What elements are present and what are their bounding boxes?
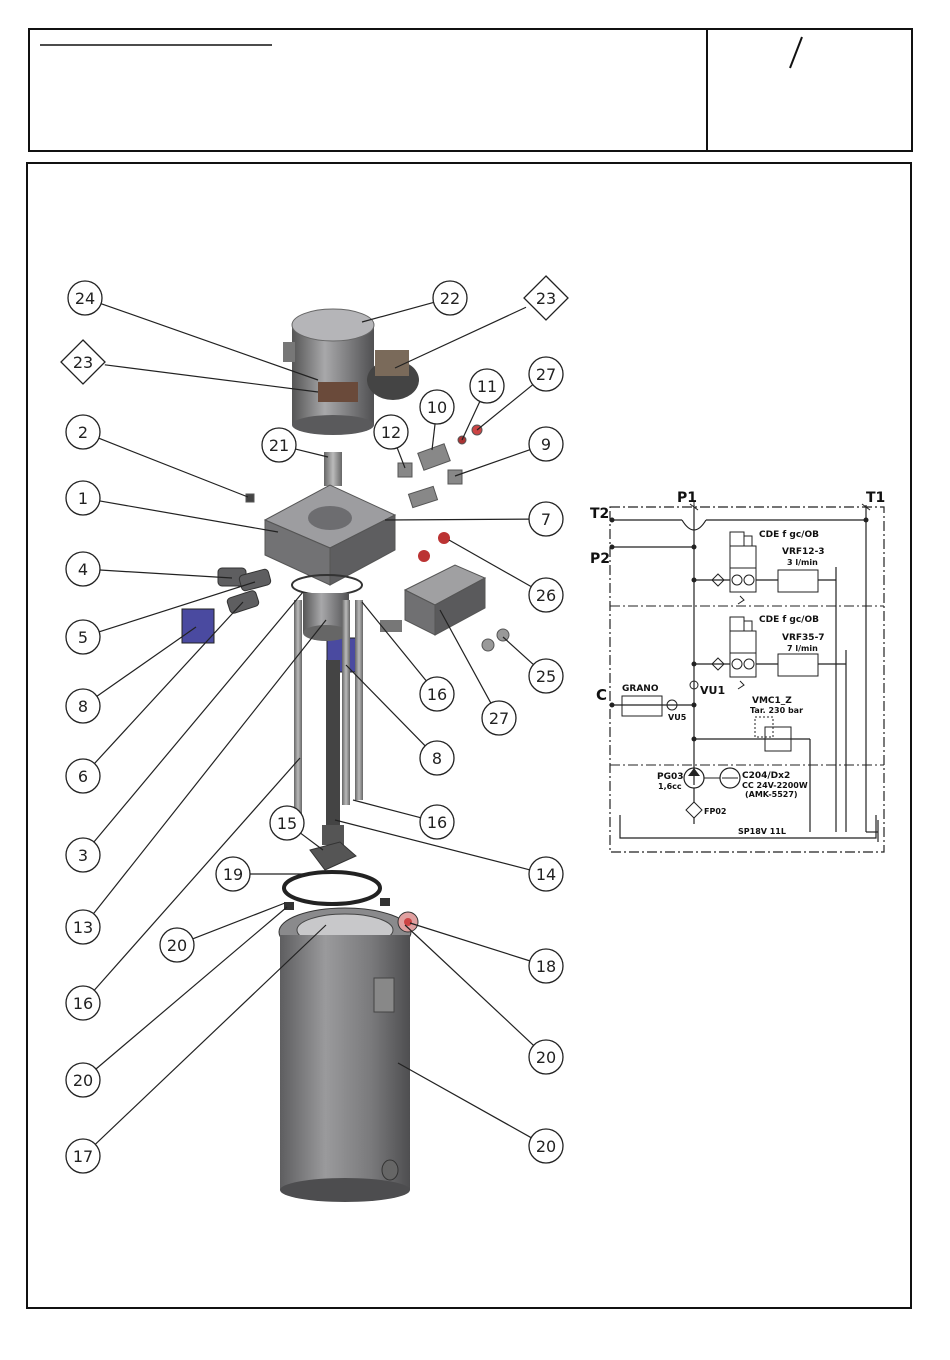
callout-leader <box>503 637 533 665</box>
callout-number: 7 <box>541 510 551 529</box>
callout-number: 14 <box>536 865 556 884</box>
callout-number: 20 <box>73 1071 93 1090</box>
title-block <box>29 29 912 151</box>
callout-leader <box>353 800 421 818</box>
callout-leader <box>362 302 434 322</box>
callout-leader <box>96 907 287 1069</box>
callout-leader <box>94 620 326 914</box>
motor-name: C204/Dx2 <box>742 771 790 781</box>
callout-number: 12 <box>381 423 401 442</box>
callout-number: 15 <box>277 814 297 833</box>
callout-number: 19 <box>223 865 243 884</box>
callout-number: 5 <box>78 628 88 647</box>
valve-block-part <box>380 532 509 651</box>
manifold-part <box>265 485 395 585</box>
callout-leader <box>100 501 278 532</box>
valve1-coil: CDE f gc/OB <box>759 530 819 540</box>
callout-number: 27 <box>536 365 556 384</box>
shaft-part <box>326 660 340 825</box>
callout-number: 6 <box>78 767 88 786</box>
callout-number: 23 <box>536 289 556 308</box>
callout-leader <box>410 923 530 961</box>
port-t2: T2 <box>590 506 609 522</box>
hydraulic-schematic: P1 T1 T2 P2 C CDE f gc/OB VRF12-3 3 l/mi… <box>590 490 885 852</box>
callout-number: 11 <box>477 377 497 396</box>
callout-leader <box>97 627 196 696</box>
callout-number: 10 <box>427 398 447 417</box>
valve2-flow: 7 l/min <box>787 644 818 653</box>
motor-code: (AMK-5527) <box>745 790 798 799</box>
callout-number: 9 <box>541 435 551 454</box>
callout-number: 16 <box>427 685 447 704</box>
callout-number: 23 <box>73 353 93 372</box>
callout-number: 8 <box>78 697 88 716</box>
callout-number: 8 <box>432 749 442 768</box>
valve2-name: VRF35-7 <box>782 633 825 643</box>
callout-number: 21 <box>269 436 289 455</box>
valve2-coil: CDE f gc/OB <box>759 615 819 625</box>
clamp-part <box>284 872 380 904</box>
port-c: C <box>596 686 607 704</box>
callout-leader <box>99 438 248 497</box>
exploded-view <box>182 309 509 1202</box>
callout-number: 18 <box>536 957 556 976</box>
valve1-flow: 3 l/min <box>787 558 818 567</box>
callout-number: 22 <box>440 289 460 308</box>
callout-number: 13 <box>73 918 93 937</box>
callout-number: 16 <box>427 813 447 832</box>
callout-number: 3 <box>78 846 88 865</box>
grano-label: GRANO <box>622 684 659 694</box>
callout-number: 17 <box>73 1147 93 1166</box>
valve1-name: VRF12-3 <box>782 547 825 557</box>
sheet-slash <box>790 37 802 68</box>
vmc-name: VMC1_Z <box>752 696 792 706</box>
callout-leader <box>398 1063 531 1138</box>
callout-leader <box>385 519 529 520</box>
callout-leader <box>405 925 534 1045</box>
filter-label: FP02 <box>704 807 726 816</box>
pump-part <box>292 575 362 641</box>
callout-leader <box>301 833 323 850</box>
tank-part <box>279 898 418 1202</box>
motor-spec: CC 24V-2200W <box>742 781 808 790</box>
port-t1: T1 <box>866 490 885 506</box>
vu1-label: VU1 <box>700 684 725 697</box>
unit-label: SP18V 11L <box>738 827 786 836</box>
callout-number: 25 <box>536 667 556 686</box>
filter-part <box>310 842 356 870</box>
callout-number: 20 <box>536 1048 556 1067</box>
callout-leader <box>100 570 232 578</box>
pump-name: PG03 <box>657 772 684 782</box>
callout-leader <box>432 424 435 450</box>
port-p2: P2 <box>590 551 610 567</box>
callout-number: 20 <box>167 936 187 955</box>
callout-number: 1 <box>78 489 88 508</box>
callout-number: 27 <box>489 709 509 728</box>
callout-leader <box>395 307 526 368</box>
callout-number: 4 <box>78 560 88 579</box>
pump-displacement: 1,6cc <box>658 782 682 791</box>
port-p1: P1 <box>677 490 697 506</box>
callout-leader <box>296 449 328 457</box>
callout-number: 24 <box>75 289 95 308</box>
relay-part <box>367 350 419 400</box>
callout-number: 20 <box>536 1137 556 1156</box>
callout-number: 26 <box>536 586 556 605</box>
drawing-frame <box>27 163 911 1308</box>
callout-number: 2 <box>78 423 88 442</box>
callout-number: 16 <box>73 994 93 1013</box>
callout-leader <box>455 450 530 476</box>
vmc-setting: Tar. 230 bar <box>750 706 803 715</box>
vu5-label: VU5 <box>668 713 687 722</box>
